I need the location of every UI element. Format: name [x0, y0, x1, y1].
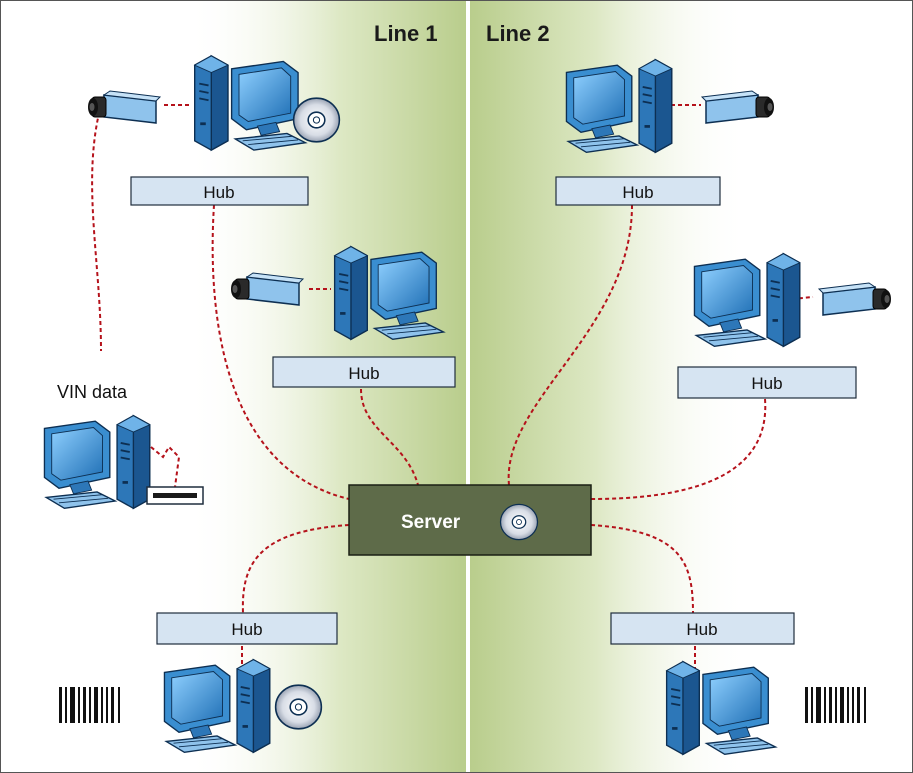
hub-label: Hub [348, 364, 379, 383]
line-divider [466, 1, 470, 772]
hub-line2-bottom: Hub [610, 612, 795, 645]
server: Server [348, 484, 592, 556]
disc-icon [499, 503, 539, 541]
camera-icon [701, 90, 775, 124]
vin-terminal-icon [146, 486, 204, 505]
cable-vin-terminal [150, 445, 181, 488]
disc-icon [274, 684, 323, 730]
hub-label: Hub [751, 374, 782, 393]
cable-hub3-to-server [507, 204, 633, 486]
cable-hub1-to-server [211, 204, 350, 500]
server-label: Server [401, 512, 461, 533]
hub-label: Hub [203, 183, 234, 202]
camera-icon [87, 90, 161, 124]
disc-icon [292, 97, 341, 143]
line1-label: Line 1 [374, 21, 438, 46]
hub-line1-top: Hub [130, 176, 309, 206]
cable-hub4-to-server [590, 398, 767, 500]
cable-server-to-hub6 [590, 524, 694, 614]
vin-data-label: VIN data [57, 382, 128, 402]
hub-line1-bottom: Hub [156, 612, 338, 645]
hub-line1-middle: Hub [272, 356, 456, 388]
hub-label: Hub [622, 183, 653, 202]
line2-label: Line 2 [486, 21, 550, 46]
barcode-icon [59, 687, 120, 723]
cable-camera-to-vin [91, 104, 102, 352]
camera-icon [818, 282, 892, 316]
hub-line2-top: Hub [555, 176, 721, 206]
hub-label: Hub [686, 620, 717, 639]
computer-icon [163, 658, 271, 754]
cable-server-to-hub5 [241, 524, 350, 614]
hub-label: Hub [231, 620, 262, 639]
hub-line2-middle: Hub [677, 366, 857, 399]
computer-icon [43, 414, 151, 510]
barcode-icon [805, 687, 866, 723]
cable-hub2-to-server [360, 388, 419, 486]
